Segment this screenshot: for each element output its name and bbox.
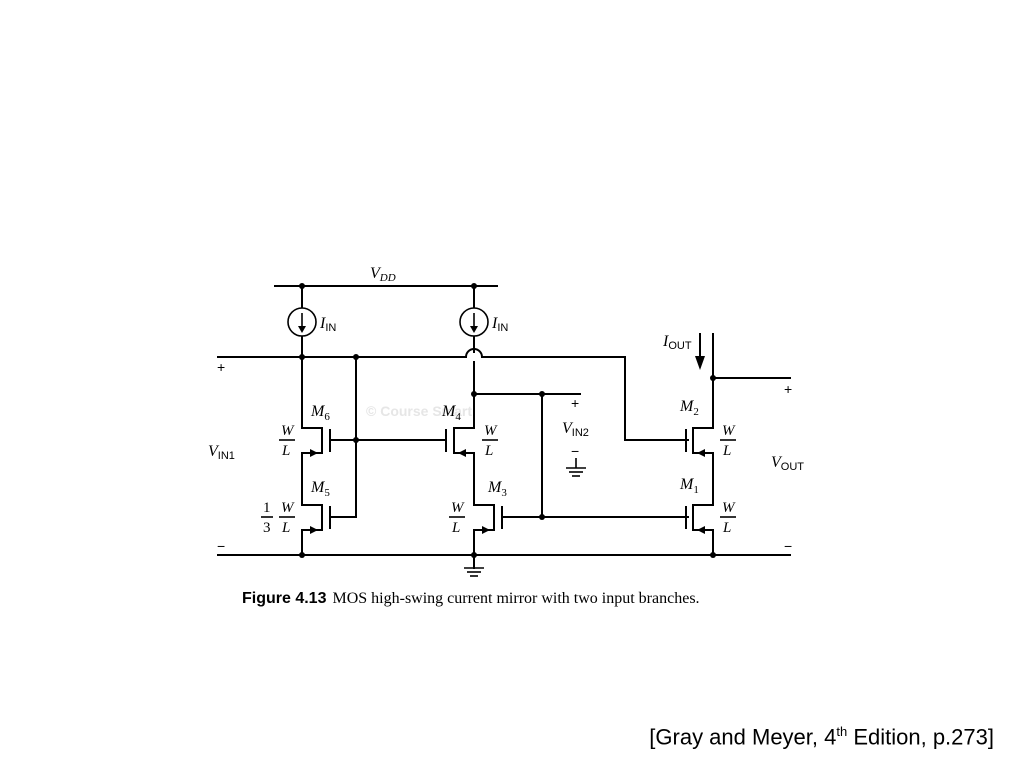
- vin2-minus: −: [571, 443, 579, 459]
- label-m6-w: W: [281, 423, 295, 439]
- transistor-m3: [473, 504, 503, 534]
- label-m5: M5: [310, 479, 330, 499]
- label-vout: VOUT: [771, 454, 804, 473]
- figure-caption-text: MOS high-swing current mirror with two i…: [332, 590, 700, 607]
- vin2-plus: +: [571, 395, 579, 411]
- label-iout: IOUT: [662, 333, 692, 352]
- label-m5-w: W: [281, 500, 295, 516]
- label-m2-w: W: [722, 423, 736, 439]
- label-m2-l: L: [722, 443, 731, 459]
- label-m5-one: 1: [263, 500, 271, 516]
- citation-superscript: th: [836, 724, 848, 739]
- junction-dot: [299, 283, 305, 289]
- transistor-m4: [445, 427, 475, 457]
- label-m5-l: L: [281, 520, 290, 536]
- transistor-m2: [685, 427, 714, 457]
- label-vdd: VDD: [370, 265, 396, 284]
- vout-minus: −: [784, 538, 792, 554]
- label-m4-l: L: [484, 443, 493, 459]
- label-m6-l: L: [281, 443, 290, 459]
- junction-dot: [299, 552, 305, 558]
- crossover-hump: [464, 348, 484, 359]
- vout-plus: +: [784, 381, 792, 397]
- junction-dot: [539, 391, 545, 397]
- label-m4-w: W: [484, 423, 498, 439]
- junction-dot: [710, 552, 716, 558]
- current-source-right: [459, 307, 489, 337]
- citation-suffix: Edition, p.273]: [847, 724, 994, 750]
- label-iin-left: IIN: [319, 315, 336, 334]
- figure-number: Figure 4.13: [242, 590, 327, 607]
- label-m1-l: L: [722, 520, 731, 536]
- transistor-m6: [301, 427, 331, 457]
- vin1-plus: +: [217, 359, 225, 375]
- junction-dot: [471, 283, 477, 289]
- junction-dot: [299, 354, 305, 360]
- junction-dot: [353, 354, 359, 360]
- watermark: © Course Smart: [366, 403, 472, 419]
- label-m3-l: L: [451, 520, 460, 536]
- label-iin-right: IIN: [491, 315, 508, 334]
- transistor-m5: [301, 504, 331, 534]
- label-m5-three: 3: [263, 520, 271, 536]
- label-m1-w: W: [722, 500, 736, 516]
- fraction-bars: [261, 439, 736, 518]
- label-m4: M4: [441, 403, 461, 423]
- label-vin1: VIN1: [208, 443, 235, 462]
- label-m2: M2: [679, 398, 699, 418]
- vin2-ground-icon: [566, 458, 586, 477]
- current-source-left: [287, 307, 317, 337]
- junction-dot: [471, 391, 477, 397]
- ground-icon: [464, 567, 484, 577]
- label-vin2: VIN2: [562, 420, 589, 439]
- label-m3: M3: [487, 479, 507, 499]
- figure-caption: Figure 4.13 MOS high-swing current mirror…: [242, 590, 700, 608]
- junction-dot: [471, 552, 477, 558]
- citation: [Gray and Meyer, 4th Edition, p.273]: [649, 724, 994, 750]
- citation-prefix: [Gray and Meyer, 4: [649, 724, 837, 750]
- label-m1: M1: [679, 476, 699, 496]
- junction-dot: [710, 375, 716, 381]
- transistor-m1: [685, 504, 714, 534]
- vin1-minus: −: [217, 538, 225, 554]
- junction-dot: [353, 437, 359, 443]
- junction-dot: [539, 514, 545, 520]
- label-m6: M6: [310, 403, 330, 423]
- iout-arrow-icon: [695, 333, 705, 370]
- label-m3-w: W: [451, 500, 465, 516]
